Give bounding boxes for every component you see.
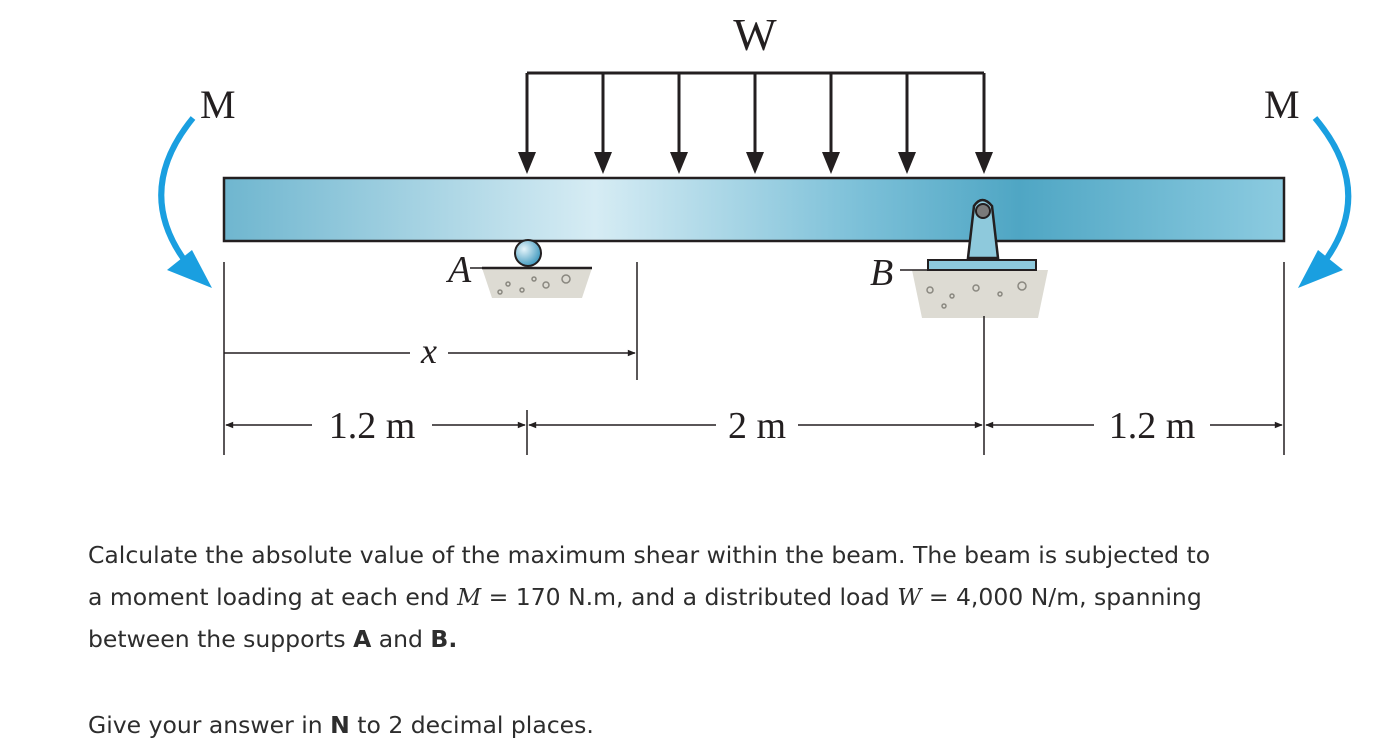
dim-left-label: 1.2 m [329,405,416,447]
question-text: Calculate the absolute value of the maxi… [88,534,1228,660]
load-variable: W [897,583,922,611]
question-part: = 170 N.m, and a distributed load [481,583,898,611]
unit-ref: N [330,711,350,739]
moment-left-label: M [200,82,236,127]
dim-right-label: 1.2 m [1109,405,1196,447]
right-moment: M [1264,82,1352,288]
load-arrows [518,73,993,174]
support-b: B [870,198,1048,318]
support-b-label: B [870,252,893,294]
support-a-label: A [445,249,472,291]
beam-diagram: W M M A B [158,9,1352,455]
question-part: Calculate the absolute value of the maxi… [88,541,1211,611]
distributed-load: W [518,9,993,174]
dim-middle-label: 2 m [728,405,786,447]
moment-right-label: M [1264,82,1300,127]
question-part: and [371,625,431,653]
beam [222,176,1286,243]
instruction-part: Give your answer in [88,711,331,739]
moment-variable: M [457,583,482,611]
left-moment: M [158,82,236,288]
instruction-part: to 2 decimal places. [349,711,594,739]
span-dimensions: 1.2 m 2 m 1.2 m [225,405,1283,447]
support-a: A [445,239,592,298]
question-part: = 4,000 N/m, spanning between the suppor… [88,583,1202,653]
load-label: W [733,9,777,60]
extension-lines [223,262,1285,455]
x-label: x [420,331,437,371]
answer-instruction: Give your answer in N to 2 decimal place… [88,704,594,746]
x-dimension: x [224,331,636,371]
support-b-ref: B. [430,625,458,653]
support-a-ref: A [353,625,372,653]
